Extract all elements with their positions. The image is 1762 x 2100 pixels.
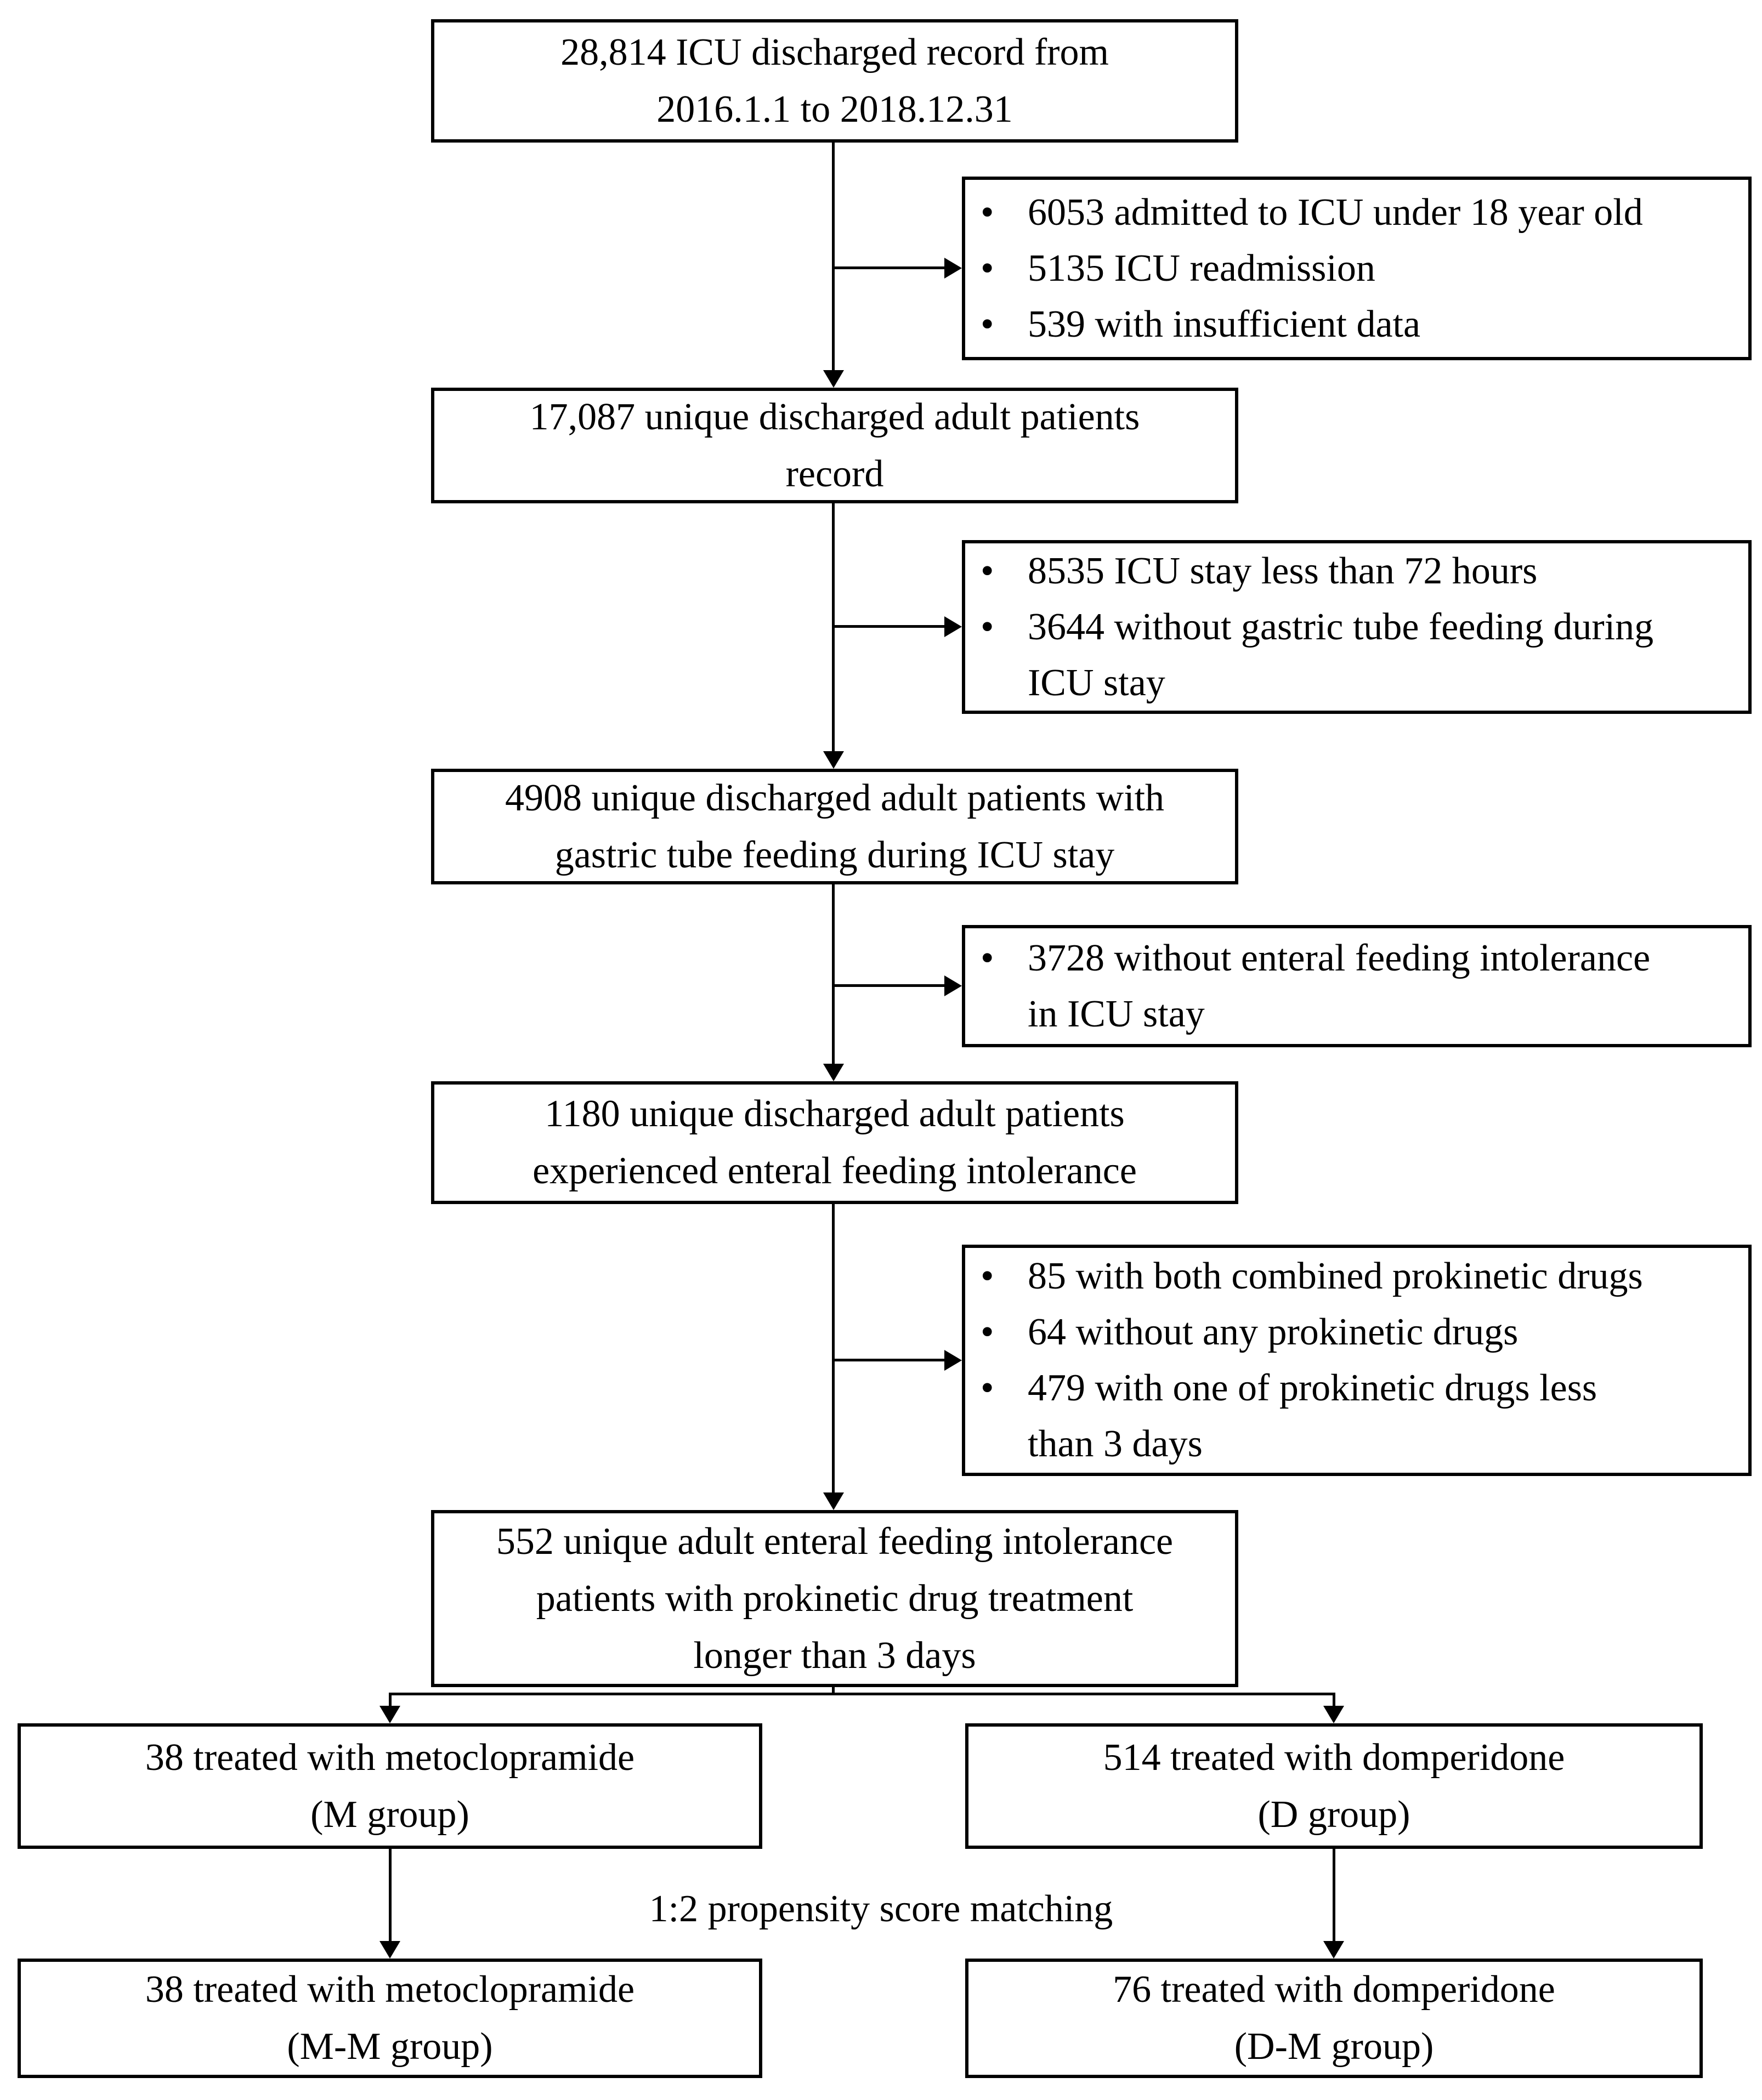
box-text-line: 38 treated with metoclopramide	[145, 1736, 635, 1779]
box-text-line: 552 unique adult enteral feeding intoler…	[496, 1520, 1174, 1563]
box-gastric-tube-patients: 4908 unique discharged adult patients wi…	[431, 769, 1238, 884]
bullet-icon: •	[981, 549, 994, 592]
arrow-down-icon	[823, 751, 844, 769]
box-text-line: 4908 unique discharged adult patients wi…	[505, 776, 1165, 819]
bullet-item: • 539 with insufficient data	[973, 297, 1737, 353]
box-exclusion-under18-readmission-insufficient: • 6053 admitted to ICU under 18 year old…	[962, 177, 1752, 360]
arrow-right-icon	[944, 975, 962, 996]
box-metoclopramide-group: 38 treated with metoclopramide (M group)	[18, 1723, 762, 1849]
connector-split-m	[389, 1693, 392, 1707]
bullet-icon: •	[981, 191, 994, 234]
box-text-line: (D-M group)	[1234, 2025, 1434, 2068]
box-prokinetic-treatment-patients: 552 unique adult enteral feeding intoler…	[431, 1510, 1238, 1687]
bullet-icon: •	[981, 1311, 994, 1353]
box-text-line: (M-M group)	[287, 2025, 493, 2068]
bullet-icon: •	[981, 247, 994, 290]
box-text-line: 17,087 unique discharged adult patients	[529, 395, 1140, 438]
bullet-item: • 6053 admitted to ICU under 18 year old	[973, 185, 1737, 241]
box-mm-matched-group: 38 treated with metoclopramide (M-M grou…	[18, 1959, 762, 2078]
arrow-right-icon	[944, 616, 962, 637]
bullet-text-line: 8535 ICU stay less than 72 hours	[1028, 549, 1538, 592]
arrow-right-icon	[944, 258, 962, 279]
connector-b5-split	[832, 1687, 835, 1695]
arrow-down-icon	[379, 1706, 400, 1723]
box-feeding-intolerance-patients: 1180 unique discharged adult patients ex…	[431, 1081, 1238, 1204]
box-text-line: record	[785, 452, 884, 495]
box-text-line: longer than 3 days	[693, 1634, 976, 1677]
box-exclusion-prokinetic-criteria: • 85 with both combined prokinetic drugs…	[962, 1245, 1752, 1476]
box-text-line: patients with prokinetic drug treatment	[536, 1577, 1134, 1620]
bullet-text-line: 3644 without gastric tube feeding during	[1028, 605, 1654, 648]
bullet-item: • 64 without any prokinetic drugs	[973, 1304, 1737, 1360]
box-text-line: gastric tube feeding during ICU stay	[554, 833, 1115, 876]
bullet-text-line: 6053 admitted to ICU under 18 year old	[1028, 191, 1643, 234]
box-text-line: 28,814 ICU discharged record from	[560, 31, 1109, 73]
bullet-text-line: 479 with one of prokinetic drugs less	[1028, 1367, 1597, 1409]
arrow-down-icon	[823, 1492, 844, 1510]
bullet-icon: •	[981, 937, 994, 979]
box-text-line: 514 treated with domperidone	[1103, 1736, 1565, 1779]
arrow-down-icon	[823, 370, 844, 388]
bullet-icon: •	[981, 1255, 994, 1297]
connector-m-mm	[389, 1849, 392, 1942]
bullet-icon: •	[981, 1367, 994, 1409]
box-text-line: experienced enteral feeding intolerance	[532, 1150, 1137, 1192]
bullet-text-line: 85 with both combined prokinetic drugs	[1028, 1255, 1643, 1297]
connector-exclusion-4	[834, 1359, 948, 1361]
bullet-item: • 3728 without enteral feeding intoleran…	[973, 930, 1737, 1042]
bullet-item: • 85 with both combined prokinetic drugs	[973, 1248, 1737, 1304]
connector-split-bar	[389, 1693, 1335, 1695]
bullet-text-line: 539 with insufficient data	[1028, 303, 1421, 345]
bullet-text-line: 5135 ICU readmission	[1028, 247, 1375, 290]
box-text-line: 2016.1.1 to 2018.12.31	[656, 88, 1013, 130]
connector-exclusion-2	[834, 625, 948, 628]
arrow-down-icon	[1323, 1941, 1344, 1959]
arrow-down-icon	[823, 1064, 844, 1081]
box-dm-matched-group: 76 treated with domperidone (D-M group)	[965, 1959, 1703, 2078]
bullet-text-line: in ICU stay	[1028, 992, 1205, 1035]
box-icu-discharged-records: 28,814 ICU discharged record from 2016.1…	[431, 19, 1238, 143]
box-text-line: (M group)	[310, 1793, 469, 1836]
connector-b4-b5	[832, 1204, 835, 1496]
box-text-line: 38 treated with metoclopramide	[145, 1968, 635, 2011]
bullet-item: • 3644 without gastric tube feeding duri…	[973, 599, 1737, 711]
connector-exclusion-3	[834, 984, 948, 987]
bullet-text-line: 64 without any prokinetic drugs	[1028, 1311, 1519, 1353]
arrow-down-icon	[1323, 1706, 1344, 1723]
box-text-line: 76 treated with domperidone	[1113, 1968, 1555, 2011]
box-exclusion-no-intolerance: • 3728 without enteral feeding intoleran…	[962, 925, 1752, 1047]
bullet-item: • 479 with one of prokinetic drugs less …	[973, 1360, 1737, 1472]
arrow-right-icon	[944, 1350, 962, 1371]
box-text-line: (D group)	[1257, 1793, 1410, 1836]
connector-split-d	[1333, 1693, 1335, 1707]
bullet-text-line: 3728 without enteral feeding intolerance	[1028, 937, 1651, 979]
bullet-text-line: than 3 days	[1028, 1423, 1203, 1465]
bullet-text-line: ICU stay	[1028, 661, 1165, 704]
arrow-down-icon	[379, 1941, 400, 1959]
connector-b3-b4	[832, 884, 835, 1067]
connector-b2-b3	[832, 503, 835, 754]
box-domperidone-group: 514 treated with domperidone (D group)	[965, 1723, 1703, 1849]
box-unique-adult-patients: 17,087 unique discharged adult patients …	[431, 388, 1238, 503]
bullet-item: • 5135 ICU readmission	[973, 241, 1737, 297]
propensity-matching-label: 1:2 propensity score matching	[649, 1888, 1113, 1930]
connector-exclusion-1	[834, 266, 948, 269]
bullet-icon: •	[981, 605, 994, 648]
bullet-item: • 8535 ICU stay less than 72 hours	[973, 543, 1737, 599]
box-exclusion-short-stay-no-tube: • 8535 ICU stay less than 72 hours • 364…	[962, 540, 1752, 714]
bullet-icon: •	[981, 303, 994, 345]
box-text-line: 1180 unique discharged adult patients	[545, 1093, 1125, 1135]
connector-d-dm	[1333, 1849, 1335, 1942]
connector-b1-b2	[832, 143, 835, 373]
